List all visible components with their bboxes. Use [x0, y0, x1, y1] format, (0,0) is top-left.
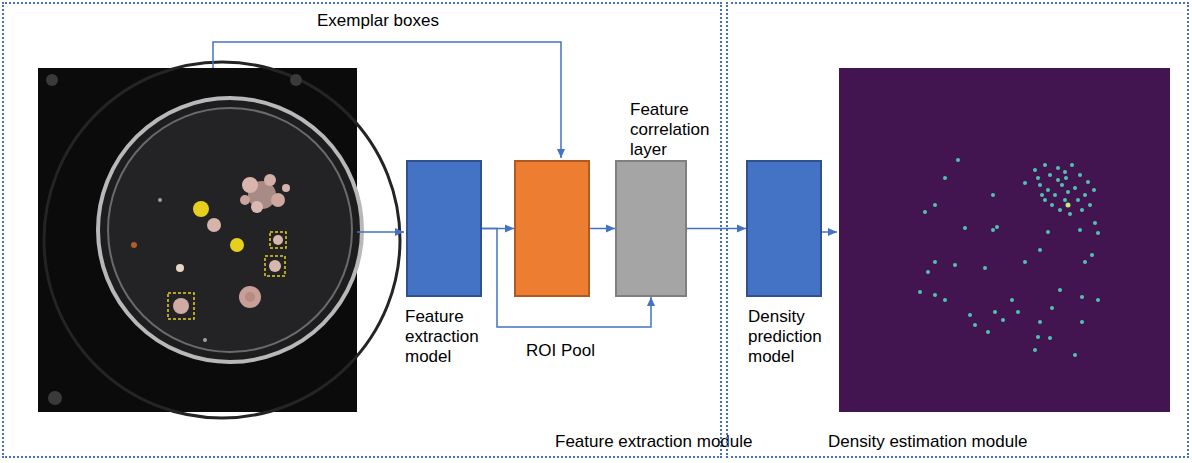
input-arrow [357, 231, 404, 233]
module-region: Feature extraction moduleFeature extract… [2, 2, 722, 458]
box-label: Feature correlation layer [630, 100, 724, 160]
module-label: Feature extraction module [555, 432, 753, 452]
exemplar-arrow [213, 42, 561, 158]
output-arrow [822, 231, 837, 233]
box-label: ROI Pool [526, 341, 616, 361]
model-box: Density prediction model [746, 160, 822, 297]
density-map [839, 68, 1170, 412]
correlation-box: Feature correlation layer [615, 160, 687, 297]
box-label: Density prediction model [748, 307, 840, 367]
module-label: Density estimation module [828, 432, 1027, 452]
module-region: Density estimation module Density predict… [726, 2, 1189, 458]
petri-dish-photo [38, 62, 400, 418]
flow-arrow [590, 228, 615, 230]
arrow-label: Exemplar boxes [317, 11, 439, 31]
model-box: Feature extraction model [406, 160, 482, 297]
pool-box: ROI Pool [514, 160, 590, 297]
flow-arrow [687, 228, 746, 230]
box-label: Feature extraction model [405, 307, 497, 367]
